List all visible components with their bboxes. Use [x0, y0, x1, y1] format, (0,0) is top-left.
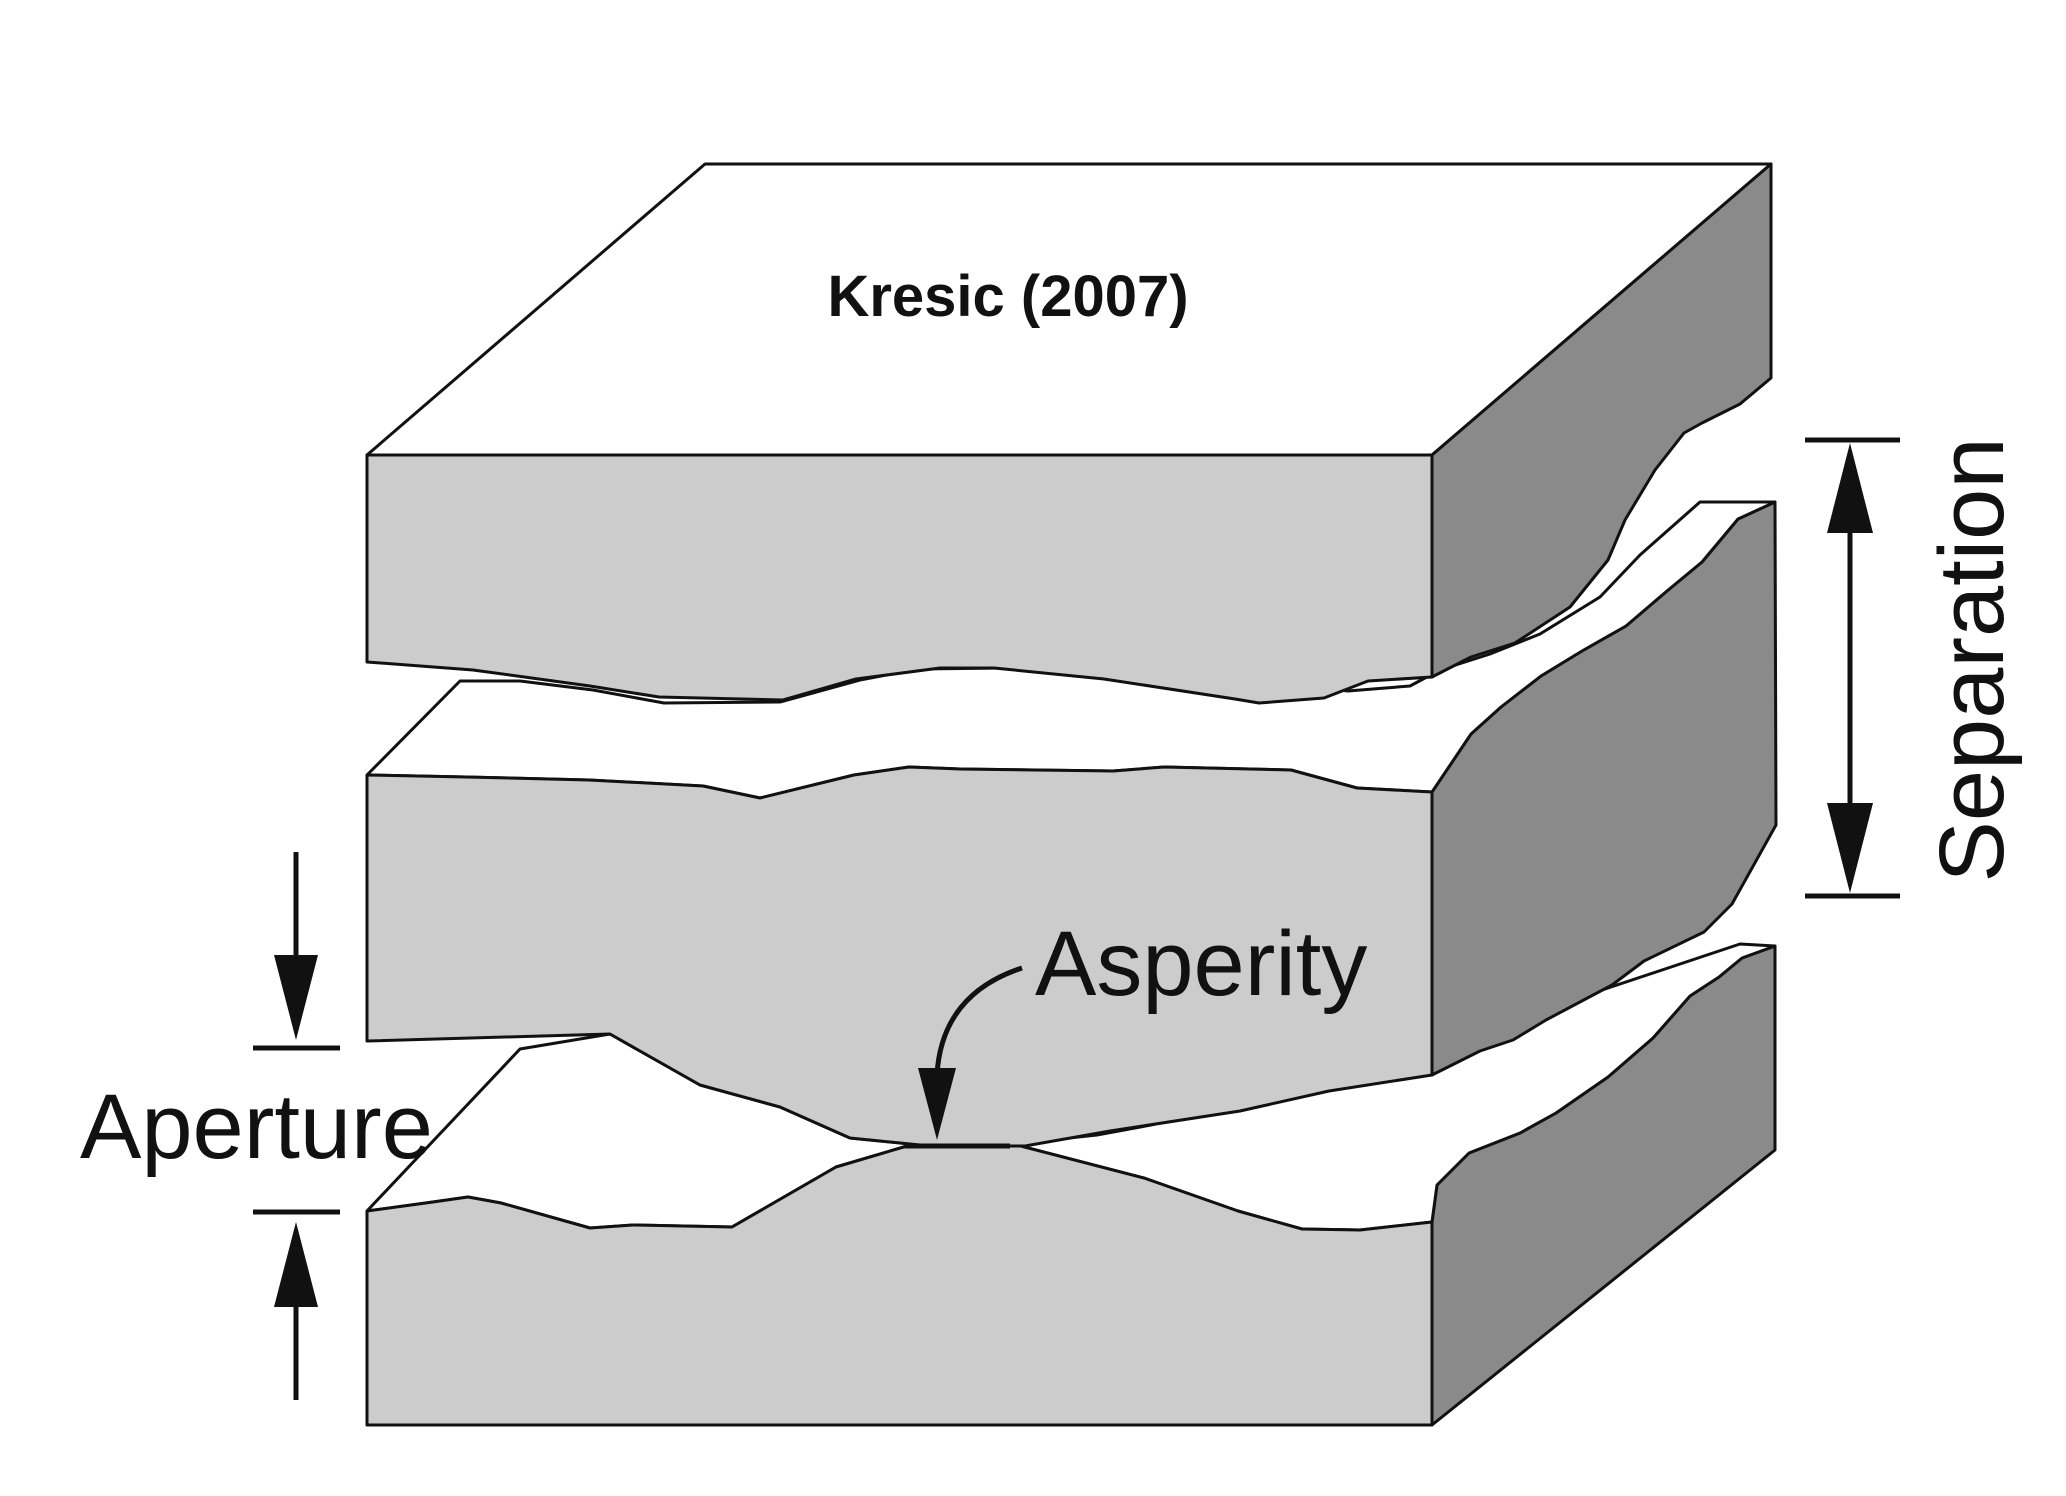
aperture-up-arrowhead: [274, 1222, 318, 1307]
bottom-block: [365, 942, 1777, 1427]
asperity-leader-line: [934, 965, 1023, 1076]
asperity-arrowhead: [918, 1068, 956, 1140]
top-block-front-face: [365, 453, 1434, 705]
separation-down-arrowhead: [1827, 803, 1873, 893]
aperture-dimension: Aperture: [80, 852, 433, 1400]
asperity-callout: Asperity: [905, 913, 1367, 1149]
separation-up-arrowhead: [1827, 443, 1873, 533]
top-block-side-face: [1430, 162, 1773, 679]
aperture-label: Aperture: [80, 1076, 433, 1178]
asperity-label: Asperity: [1035, 913, 1367, 1015]
middle-block: [365, 500, 1778, 1148]
citation-text: Kresic (2007): [827, 264, 1188, 329]
separation-label: Separation: [1921, 438, 2023, 883]
middle-block-front-face: [365, 765, 1434, 1148]
aperture-down-arrowhead: [274, 955, 318, 1040]
separation-dimension: Separation: [1805, 437, 2023, 899]
top-block: [365, 162, 1773, 705]
